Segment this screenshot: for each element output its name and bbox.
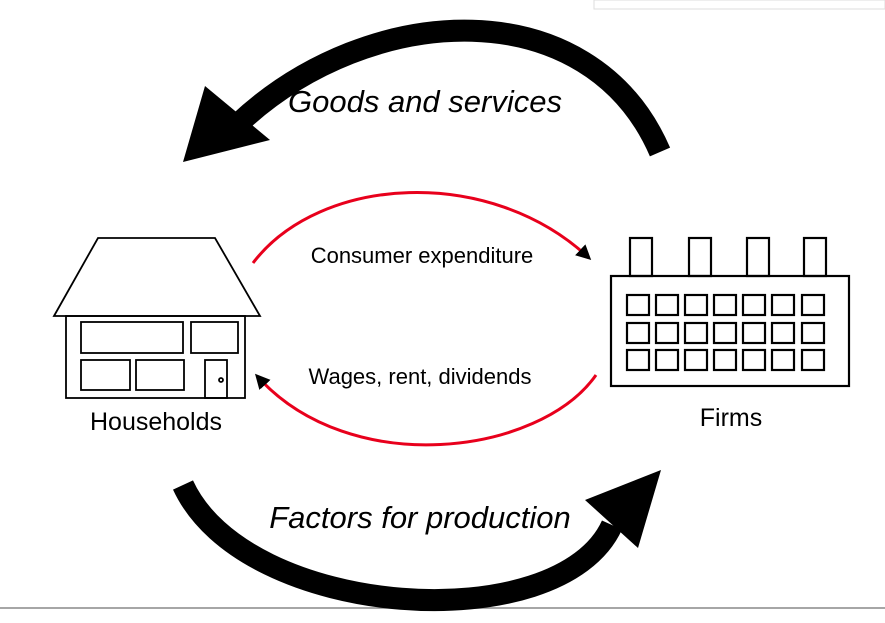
factory-window [683,321,709,345]
households-label: Households [90,408,222,436]
factory-window [654,321,680,345]
factory-window [712,321,738,345]
factory-window [800,348,826,372]
goods-services-label: Goods and services [288,84,562,119]
factory-window [625,321,651,345]
factory-window [800,293,826,317]
factors-production-arrow [173,470,661,612]
factory-window [712,348,738,372]
factory-window [800,321,826,345]
factory-window [770,293,796,317]
factory-window [770,348,796,372]
wages-rent-dividends-arrow [254,373,598,447]
factory-window [625,293,651,317]
consumer-expenditure-arrow [251,191,592,264]
factory-window [625,348,651,372]
firms-label: Firms [700,404,762,432]
factory-window [741,321,767,345]
factory-icon [609,236,851,388]
factory-window [741,293,767,317]
factory-window [741,348,767,372]
factory-window [683,293,709,317]
factory-window [712,293,738,317]
frame-corner [593,0,885,10]
wages-rent-dividends-label: Wages, rent, dividends [309,364,532,389]
factors-production-label: Factors for production [269,500,571,535]
factory-window [770,321,796,345]
consumer-expenditure-label: Consumer expenditure [311,243,534,268]
factory-window [654,293,680,317]
goods-services-arrow [183,19,671,162]
house-icon [52,237,262,399]
factory-window [654,348,680,372]
factory-window [683,348,709,372]
